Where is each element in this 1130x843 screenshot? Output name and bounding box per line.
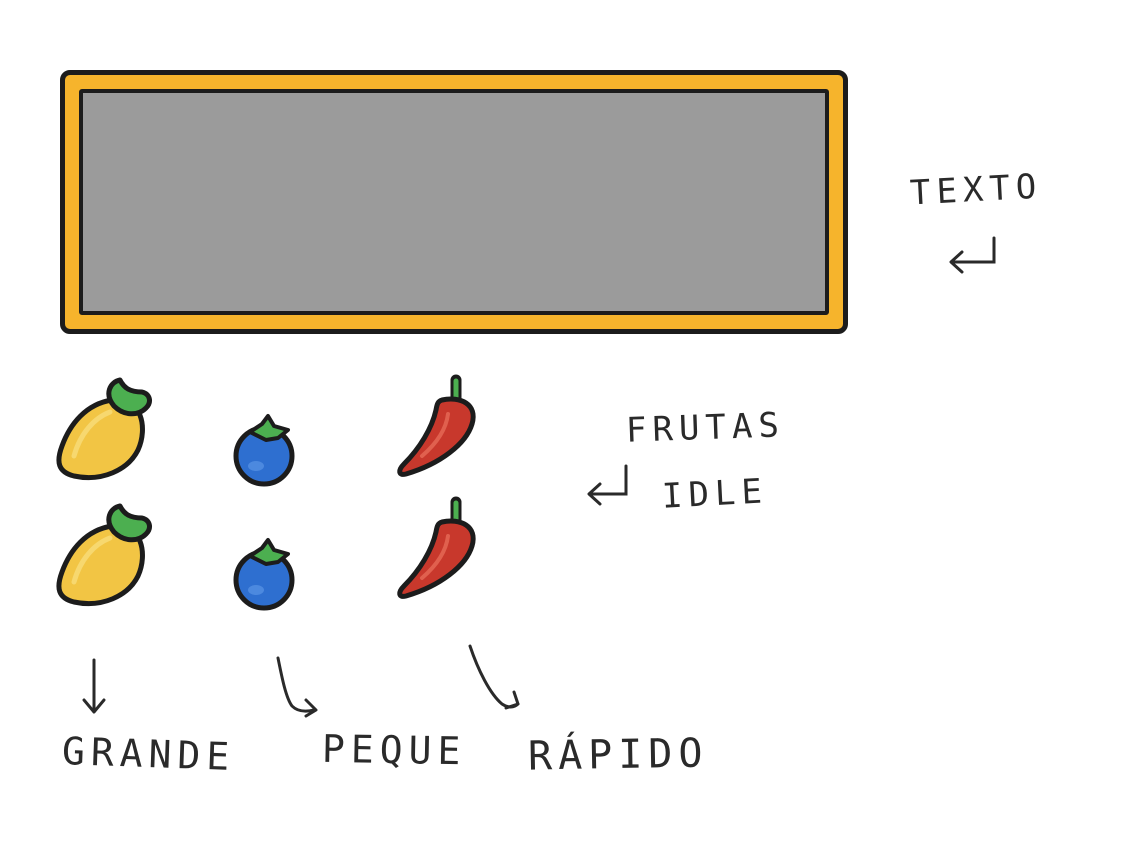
curved-arrow-icon bbox=[276, 656, 318, 718]
text-box-area bbox=[79, 89, 829, 315]
label-peque: PEQUE bbox=[321, 726, 467, 774]
annotation-frutas: FRUTAS bbox=[625, 405, 786, 451]
blueberry-icon bbox=[233, 538, 295, 611]
annotation-idle: IDLE bbox=[661, 471, 769, 517]
blueberry-icon bbox=[233, 414, 295, 487]
return-arrow-icon bbox=[587, 464, 628, 506]
text-box-frame bbox=[60, 70, 848, 334]
mango-icon bbox=[56, 503, 152, 606]
mango-icon bbox=[56, 377, 152, 480]
return-arrow-icon bbox=[949, 236, 996, 274]
chili-pepper-icon bbox=[397, 374, 476, 477]
curved-arrow-icon bbox=[468, 644, 520, 710]
annotation-texto: TEXTO bbox=[909, 166, 1044, 214]
down-arrow-icon bbox=[82, 658, 106, 714]
label-grande: GRANDE bbox=[61, 728, 236, 780]
label-rapido: RÁPIDO bbox=[527, 730, 709, 780]
chili-pepper-icon bbox=[397, 496, 476, 599]
